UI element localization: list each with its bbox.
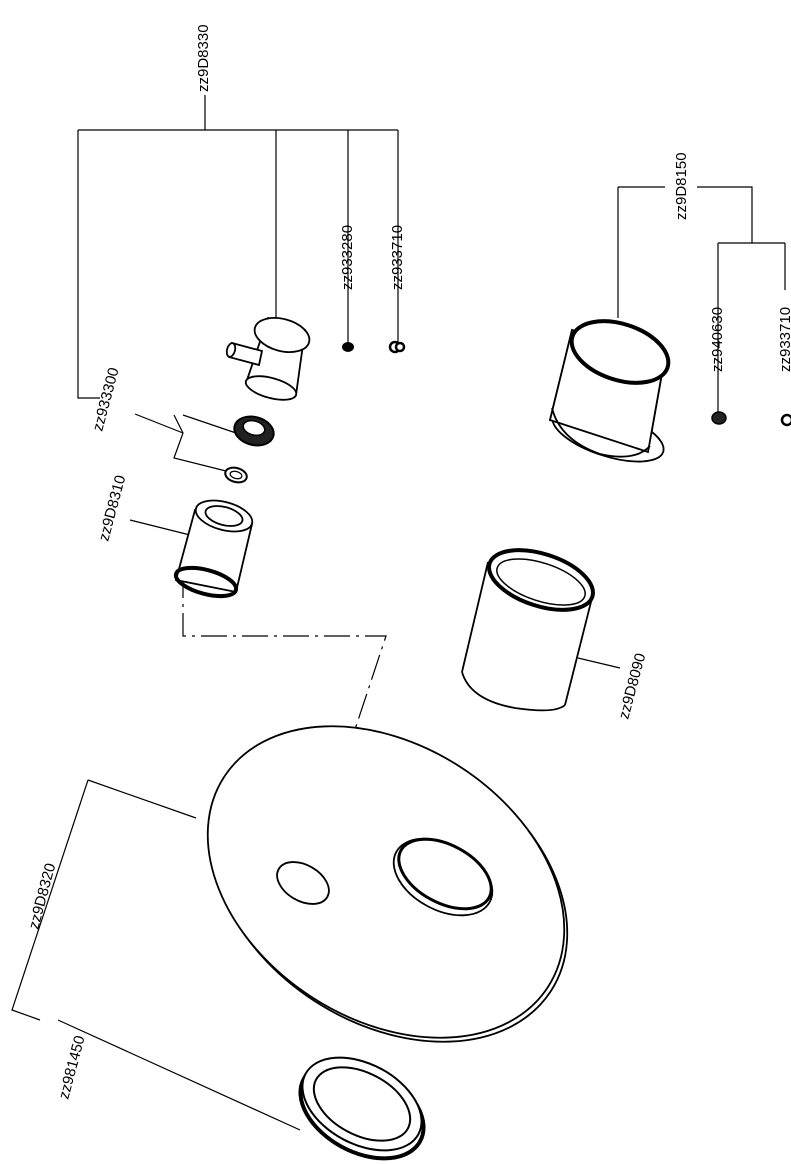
label-zz9D8310: zz9D8310 <box>95 473 129 543</box>
handle-body <box>225 316 311 401</box>
label-zz9D8320: zz9D8320 <box>25 861 59 931</box>
label-zz933280: zz933280 <box>339 225 356 290</box>
cap-cylinder <box>548 319 671 463</box>
screw-zz933710 <box>388 340 406 354</box>
label-zz933300: zz933300 <box>89 366 122 433</box>
leader-lines <box>11 95 786 1131</box>
label-zz9D8330: zz9D8330 <box>195 24 212 92</box>
sleeve <box>461 548 595 712</box>
screw-right <box>780 413 791 427</box>
label-zz981450: zz981450 <box>55 1034 88 1101</box>
label-zz940630: zz940630 <box>709 307 726 372</box>
wall-plate <box>206 725 569 1043</box>
adapter-cylinder <box>173 499 254 599</box>
label-zz9D8150: zz9D8150 <box>673 152 690 220</box>
rosette-ring <box>298 1056 426 1161</box>
grub-screw <box>711 411 727 425</box>
label-zz933710-right: zz933710 <box>777 307 791 372</box>
o-ring <box>224 466 248 484</box>
threaded-seal <box>233 415 275 447</box>
screw-zz933280 <box>342 342 354 352</box>
label-zz933710: zz933710 <box>389 225 406 290</box>
label-zz9D8090: zz9D8090 <box>615 651 649 721</box>
